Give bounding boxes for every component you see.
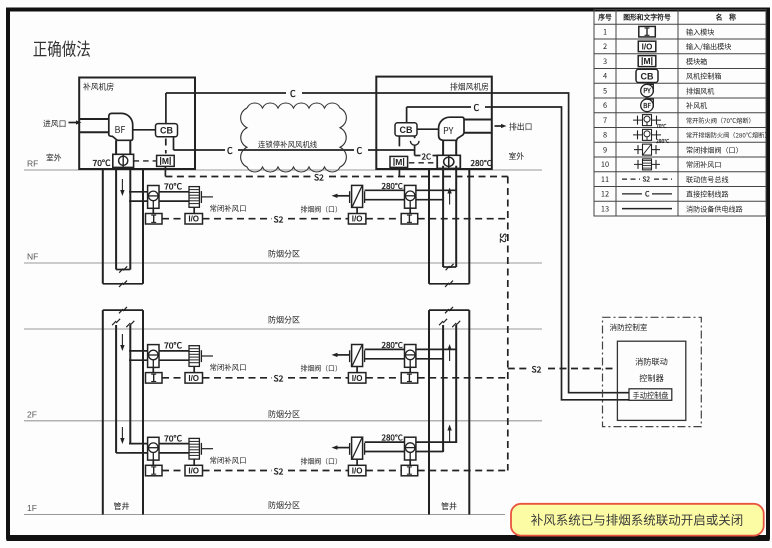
svg-text:C: C: [290, 87, 296, 100]
svg-text:防烟分区: 防烟分区: [268, 315, 300, 326]
svg-text:280℃: 280℃: [656, 138, 669, 145]
svg-text:连锁停补风风机线: 连锁停补风风机线: [258, 139, 318, 150]
svg-text:风机控制箱: 风机控制箱: [686, 72, 721, 82]
svg-text:常闭补风口: 常闭补风口: [686, 160, 721, 170]
svg-text:3: 3: [603, 56, 607, 67]
svg-text:消防控制室: 消防控制室: [610, 322, 648, 333]
svg-text:防烟分区: 防烟分区: [268, 249, 300, 260]
svg-text:室外: 室外: [509, 151, 525, 162]
svg-text:10: 10: [601, 159, 609, 170]
svg-text:S2: S2: [532, 364, 542, 376]
svg-text:7: 7: [603, 115, 607, 126]
svg-text:BF: BF: [643, 100, 651, 110]
svg-text:图形和文字符号: 图形和文字符号: [623, 12, 671, 22]
svg-text:常开排烟防火阀（280℃熔断）: 常开排烟防火阀（280℃熔断）: [686, 131, 771, 140]
svg-text:常闭排烟阀（口）: 常闭排烟阀（口）: [686, 145, 743, 155]
svg-text:正确做法: 正确做法: [33, 37, 91, 62]
svg-text:S2: S2: [497, 233, 509, 243]
svg-text:S2: S2: [274, 214, 284, 226]
svg-text:C: C: [474, 101, 480, 114]
svg-text:室外: 室外: [46, 153, 62, 164]
svg-text:消防联动: 消防联动: [635, 356, 668, 368]
svg-text:常开防火阀（70℃熔断）: 常开防火阀（70℃熔断）: [686, 116, 755, 125]
svg-text:防烟分区: 防烟分区: [268, 500, 300, 511]
svg-text:5: 5: [603, 85, 607, 96]
svg-text:手动控制盘: 手动控制盘: [633, 391, 669, 401]
svg-text:进风口: 进风口: [43, 119, 66, 130]
svg-text:排出口: 排出口: [509, 122, 532, 133]
svg-text:280°C: 280°C: [382, 181, 404, 192]
svg-text:C: C: [357, 144, 363, 157]
svg-text:70℃: 70℃: [656, 123, 667, 130]
svg-text:防烟分区: 防烟分区: [268, 409, 300, 420]
svg-text:输入模块: 输入模块: [686, 27, 714, 37]
svg-text:2C: 2C: [422, 152, 432, 163]
svg-text:管井: 管井: [441, 501, 457, 512]
svg-text:12: 12: [601, 189, 609, 200]
svg-text:补风机: 补风机: [686, 101, 707, 111]
svg-text:输入/输出模块: 输入/输出模块: [686, 42, 731, 52]
svg-text:S2: S2: [643, 174, 651, 184]
svg-text:控制器: 控制器: [639, 372, 664, 384]
svg-text:S2: S2: [314, 172, 324, 184]
svg-text:管井: 管井: [114, 501, 130, 512]
svg-text:名 称: 名 称: [716, 12, 737, 22]
svg-text:排烟风机: 排烟风机: [686, 86, 714, 96]
svg-text:常闭补风口: 常闭补风口: [210, 203, 247, 214]
svg-text:4: 4: [603, 71, 607, 82]
svg-text:2: 2: [603, 41, 607, 52]
svg-text:排烟风机房: 排烟风机房: [450, 82, 489, 93]
svg-text:11: 11: [601, 174, 609, 185]
svg-text:1F: 1F: [27, 503, 37, 513]
svg-text:13: 13: [601, 203, 609, 214]
svg-text:C: C: [227, 144, 233, 157]
svg-text:8: 8: [603, 130, 607, 141]
svg-text:280°C: 280°C: [471, 158, 493, 169]
svg-text:补风机房: 补风机房: [83, 82, 114, 93]
svg-text:RF: RF: [27, 159, 38, 169]
svg-text:70°C: 70°C: [164, 181, 183, 193]
svg-text:9: 9: [603, 144, 607, 155]
svg-text:C: C: [645, 190, 650, 200]
svg-text:PY: PY: [643, 85, 651, 95]
svg-text:模块箱: 模块箱: [686, 57, 707, 67]
svg-text:PY: PY: [443, 124, 454, 137]
svg-text:序号: 序号: [598, 12, 612, 22]
svg-text:2F: 2F: [27, 409, 37, 419]
svg-text:6: 6: [603, 100, 607, 111]
svg-text:NF: NF: [27, 252, 38, 262]
svg-text:70°C: 70°C: [93, 157, 112, 169]
svg-text:联动信号总线: 联动信号总线: [686, 175, 729, 185]
svg-text:排烟阀（口）: 排烟阀（口）: [301, 204, 342, 214]
svg-text:直接控制线路: 直接控制线路: [686, 190, 729, 200]
svg-text:消防设备供电线路: 消防设备供电线路: [686, 204, 743, 214]
svg-text:1: 1: [603, 26, 607, 37]
svg-text:BF: BF: [115, 123, 126, 136]
svg-text:补风系统已与排烟系统联动开启或关闭: 补风系统已与排烟系统联动开启或关闭: [531, 510, 744, 529]
